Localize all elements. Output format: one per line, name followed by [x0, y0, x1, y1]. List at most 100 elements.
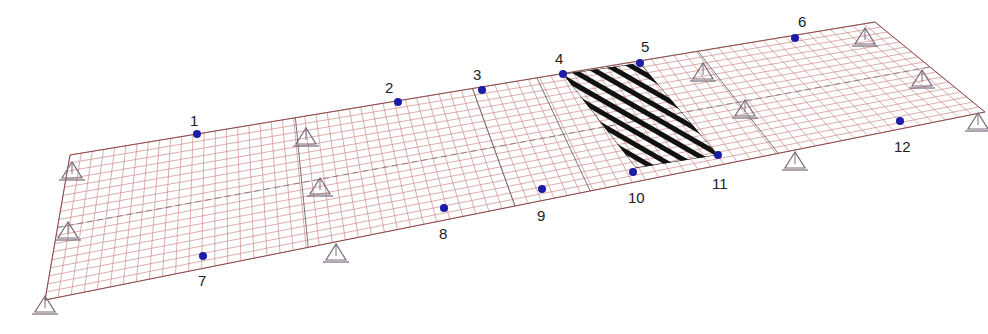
hatch-stripe	[828, 40, 988, 190]
hatch-stripe	[652, 40, 912, 190]
support-post	[68, 222, 69, 234]
hatch-stripe	[784, 40, 988, 190]
point-marker	[478, 86, 486, 94]
hatch-stripe	[806, 40, 988, 190]
point-marker	[636, 59, 644, 67]
hatch-stripe	[212, 40, 472, 190]
hatch-stripe	[300, 40, 560, 190]
hatched-region	[80, 40, 988, 190]
hatch-stripe	[740, 40, 988, 190]
support-post	[306, 128, 307, 140]
hatch-stripe	[850, 40, 988, 190]
point-marker	[714, 151, 722, 159]
plate-outline	[45, 22, 985, 300]
hatch-stripe	[608, 40, 868, 190]
hatch-stripe	[146, 40, 406, 190]
center-line	[58, 67, 931, 228]
point-marker	[440, 204, 448, 212]
point-marker	[791, 34, 799, 42]
callout-number: 1	[190, 113, 198, 128]
support-symbol	[310, 178, 330, 194]
hatch-stripe	[124, 40, 384, 190]
support-base	[55, 239, 81, 240]
point-marker	[538, 185, 546, 193]
callout-number: 12	[894, 139, 911, 154]
hatch-stripe	[344, 40, 604, 190]
support-base	[32, 313, 58, 314]
support-base	[909, 87, 935, 88]
hatch-stripe	[762, 40, 988, 190]
support-base	[59, 179, 85, 180]
support-base	[307, 195, 333, 196]
callout-number: 5	[641, 39, 649, 54]
point-marker	[629, 168, 637, 176]
callout-number: 7	[198, 273, 206, 288]
support-base	[293, 145, 319, 146]
callout-number: 9	[537, 208, 545, 223]
support-base	[732, 117, 758, 118]
support-symbol	[693, 63, 713, 79]
hatch-border	[563, 63, 718, 168]
callout-number: 8	[439, 226, 447, 241]
hatch-stripe	[476, 40, 736, 190]
support-symbol	[35, 296, 55, 312]
hatch-stripe	[498, 40, 758, 190]
support-post	[922, 70, 923, 82]
support-symbol	[855, 28, 875, 44]
callout-number: 2	[385, 80, 393, 95]
point-marker	[193, 130, 201, 138]
mesh-line	[52, 87, 955, 260]
hatch-stripe	[366, 40, 626, 190]
support-symbol	[326, 244, 346, 260]
hatch-stripe	[696, 40, 956, 190]
hatch-stripe	[916, 40, 988, 190]
support-post	[336, 244, 337, 256]
hatch-stripe	[564, 40, 824, 190]
support-post	[72, 162, 73, 174]
support-base	[965, 130, 988, 131]
mesh-line	[58, 153, 81, 297]
support-post	[45, 296, 46, 308]
support-symbol	[62, 162, 82, 178]
hatch-stripe	[278, 40, 538, 190]
support-post	[703, 63, 704, 75]
point-marker	[394, 98, 402, 106]
support-post	[795, 152, 796, 164]
hatch-stripe	[520, 40, 780, 190]
support-base	[852, 45, 878, 46]
hatch-stripe	[674, 40, 934, 190]
hatch-stripe	[80, 40, 340, 190]
support-base	[323, 261, 349, 262]
hatch-stripe	[894, 40, 988, 190]
hatch-stripe	[234, 40, 494, 190]
support-post	[745, 100, 746, 112]
callout-number: 4	[555, 51, 563, 66]
hatch-stripe	[630, 40, 890, 190]
callout-number: 11	[712, 176, 728, 191]
point-marker	[896, 117, 904, 125]
hatch-stripe	[542, 40, 802, 190]
hatch-stripe	[168, 40, 428, 190]
support-symbol	[968, 113, 988, 129]
point-marker	[199, 252, 207, 260]
support-symbol	[296, 128, 316, 144]
hatch-stripe	[586, 40, 846, 190]
support-symbol	[58, 222, 78, 238]
callout-number: 6	[798, 14, 806, 29]
point-marker	[559, 70, 567, 78]
point-markers	[193, 34, 904, 260]
hatch-stripe	[256, 40, 516, 190]
support-post	[978, 113, 979, 125]
support-symbol	[735, 100, 755, 116]
mesh-line	[55, 77, 943, 244]
hatch-stripe	[190, 40, 450, 190]
hatch-stripe	[872, 40, 988, 190]
support-symbol	[785, 152, 805, 168]
hatch-stripe	[938, 40, 988, 190]
mesh-grid	[45, 22, 985, 300]
hatch-stripe	[718, 40, 978, 190]
hatch-stripe	[102, 40, 362, 190]
mesh-line	[60, 57, 918, 211]
callout-number: 10	[628, 190, 645, 205]
